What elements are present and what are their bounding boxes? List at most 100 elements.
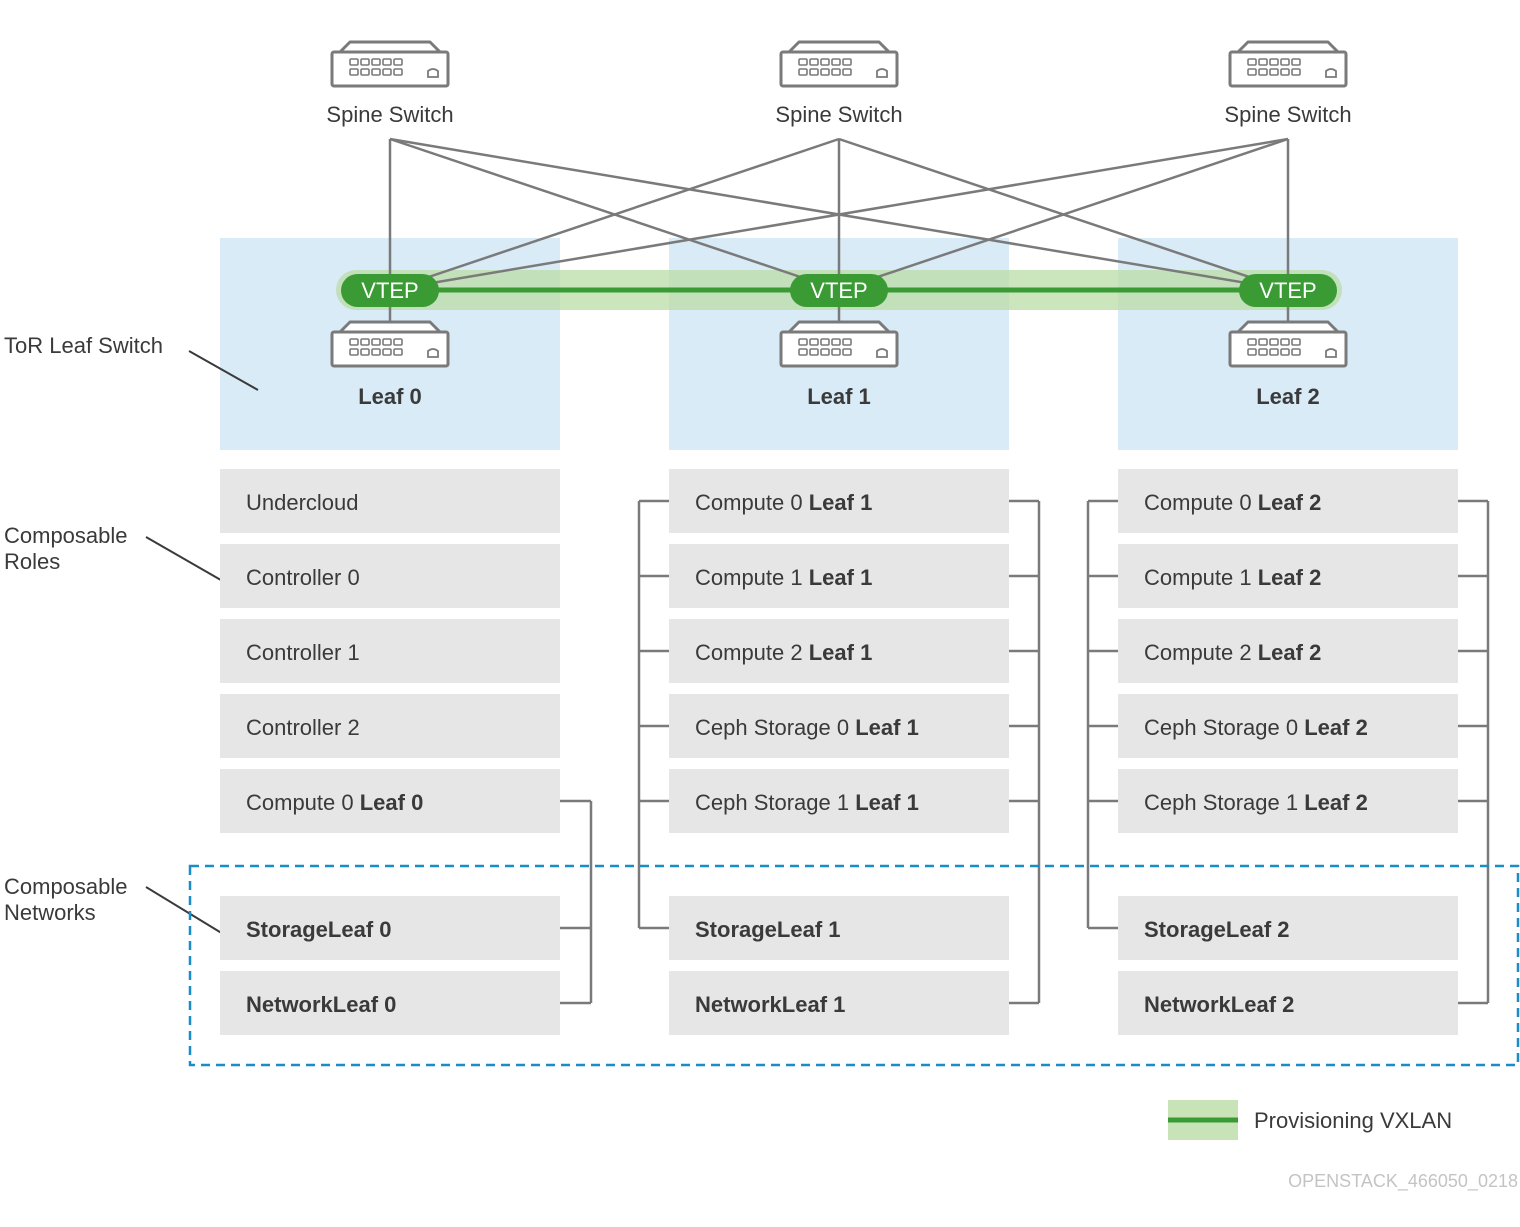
switch-indicator (876, 68, 888, 78)
row-label: Compute 0 Leaf 2 (1144, 490, 1321, 515)
role-row-0-2: Controller 1 (220, 619, 560, 683)
switch-port (1280, 338, 1290, 346)
row-label-text: Compute 0 (246, 790, 360, 815)
switch-port (393, 348, 403, 356)
row-background (1118, 544, 1458, 608)
spine-leaf-links (388, 137, 1290, 292)
switch-port (820, 348, 830, 356)
row-label-text: Compute 0 (695, 490, 809, 515)
switch-port (798, 58, 808, 66)
side-label-roles: Composable Roles (4, 523, 234, 588)
row-label-text: Controller 0 (246, 565, 360, 590)
spine-switch-icon-2 (1228, 40, 1348, 88)
row-label: Compute 2 Leaf 2 (1144, 640, 1321, 665)
vtep-pill (341, 274, 439, 307)
row-label: Ceph Storage 1 Leaf 1 (695, 790, 919, 815)
row-label-text: Compute 0 (1144, 490, 1258, 515)
switch-port (393, 338, 403, 346)
switch-port (382, 58, 392, 66)
spine-switches (330, 40, 1348, 88)
row-label-text: Compute 1 (695, 565, 809, 590)
row-label-leaf: Leaf 2 (1258, 640, 1322, 665)
role-row-2-2: Compute 2 Leaf 2 (1118, 619, 1458, 683)
row-background (669, 694, 1009, 758)
role-row-2-1: Compute 1 Leaf 2 (1118, 544, 1458, 608)
row-label-text: NetworkLeaf 1 (695, 992, 845, 1017)
switch-port (1269, 58, 1279, 66)
row-label: Compute 2 Leaf 1 (695, 640, 872, 665)
leaf-switches (330, 320, 1348, 368)
row-label-leaf: Leaf 1 (855, 715, 919, 740)
switch-port (1291, 348, 1301, 356)
switch-port (1291, 338, 1301, 346)
row-background (669, 544, 1009, 608)
switch-port (371, 338, 381, 346)
leaf-vtep-stubs (388, 305, 1290, 322)
row-label: Controller 0 (246, 565, 360, 590)
switch-port (349, 68, 359, 76)
row-label: Ceph Storage 1 Leaf 2 (1144, 790, 1368, 815)
network-row-0-1: NetworkLeaf 0 (220, 971, 560, 1035)
leaf-label-0: Leaf 0 (358, 384, 422, 409)
switch-indicator (1325, 68, 1337, 78)
row-background (1118, 896, 1458, 960)
row-brackets (560, 499, 1490, 1005)
vtep-pill (790, 274, 888, 307)
switch-port (349, 338, 359, 346)
row-background (220, 694, 560, 758)
switch-port (1269, 68, 1279, 76)
composable-networks-label-line1: Composable (4, 874, 128, 899)
row-label-text: StorageLeaf 1 (695, 917, 841, 942)
row-background (669, 769, 1009, 833)
switch-indicator (427, 348, 439, 358)
switch-port (382, 338, 392, 346)
row-label-leaf: Leaf 1 (809, 565, 873, 590)
row-label: StorageLeaf 1 (695, 917, 841, 942)
switch-port (842, 58, 852, 66)
switch-port (371, 68, 381, 76)
tor-leaf-switch-label: ToR Leaf Switch (4, 333, 163, 358)
switch-port (831, 348, 841, 356)
spine-label-1: Spine Switch (775, 102, 902, 127)
switch-port (382, 68, 392, 76)
composable-roles-label-line1: Composable (4, 523, 128, 548)
row-background (669, 896, 1009, 960)
spine-2-to-leaf-1-link (838, 137, 1289, 292)
spine-2-to-leaf-0-link (389, 137, 1289, 292)
row-label-leaf: Leaf 1 (809, 490, 873, 515)
role-row-0-4: Compute 0 Leaf 0 (220, 769, 560, 833)
row-label-text: Compute 1 (1144, 565, 1258, 590)
row-label: NetworkLeaf 2 (1144, 992, 1294, 1017)
row-label: Compute 0 Leaf 0 (246, 790, 423, 815)
side-label-tor: ToR Leaf Switch (4, 333, 259, 391)
row-label-text: NetworkLeaf 0 (246, 992, 396, 1017)
switch-port (1247, 58, 1257, 66)
network-row-2-1: NetworkLeaf 2 (1118, 971, 1458, 1035)
vtep-label: VTEP (810, 278, 867, 303)
role-row-2-0: Compute 0 Leaf 2 (1118, 469, 1458, 533)
network-row-2-0: StorageLeaf 2 (1118, 896, 1458, 960)
row-label-text: Ceph Storage 1 (1144, 790, 1304, 815)
switch-port (831, 68, 841, 76)
row-background (220, 769, 560, 833)
row-background (669, 469, 1009, 533)
switch-port (393, 68, 403, 76)
role-row-1-4: Ceph Storage 1 Leaf 1 (669, 769, 1009, 833)
switch-indicator (1325, 348, 1337, 358)
row-background (220, 469, 560, 533)
row-label-text: Ceph Storage 0 (1144, 715, 1304, 740)
switch-port (1280, 348, 1290, 356)
switch-port (842, 68, 852, 76)
switch-port (798, 348, 808, 356)
leaf-switch-icon-2 (1228, 320, 1348, 368)
switch-port (1269, 348, 1279, 356)
switch-port (809, 348, 819, 356)
row-label-text: Undercloud (246, 490, 359, 515)
switch-port (809, 338, 819, 346)
switch-port (1269, 338, 1279, 346)
row-label-leaf: Leaf 1 (809, 640, 873, 665)
switch-port (798, 338, 808, 346)
switch-port (349, 348, 359, 356)
role-row-2-3: Ceph Storage 0 Leaf 2 (1118, 694, 1458, 758)
